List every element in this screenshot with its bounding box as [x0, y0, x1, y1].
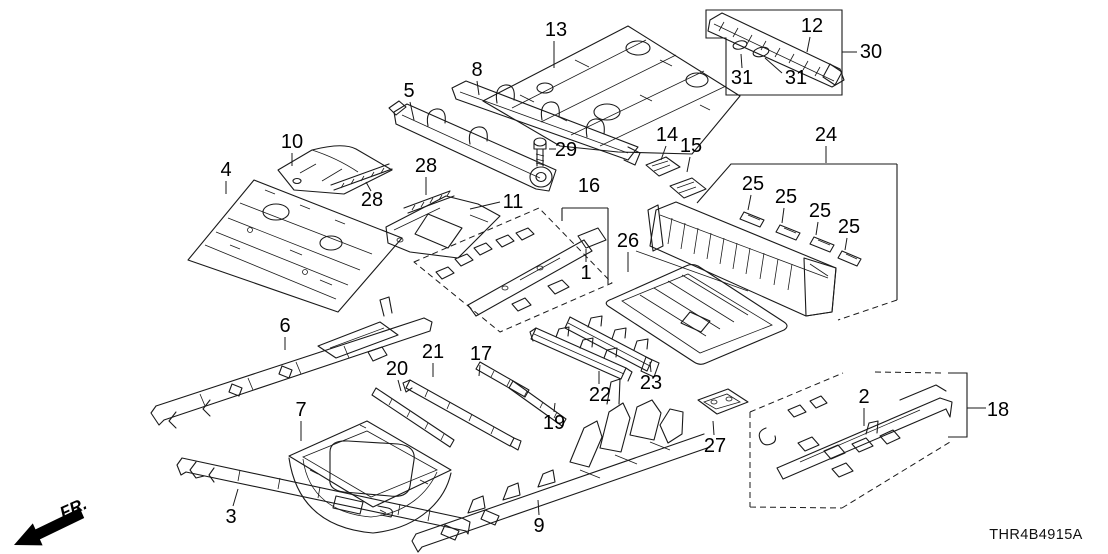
- callout-24-17[interactable]: 24: [815, 124, 837, 146]
- leader-line-25-18: [747, 194, 752, 211]
- part-3-side-sill: [176, 457, 471, 535]
- leader-line-23-30: [649, 361, 652, 373]
- group-24-bracket: [696, 163, 898, 321]
- callout-17-26[interactable]: 17: [470, 343, 492, 365]
- part-14-bracket: [645, 156, 681, 177]
- callout-1-10[interactable]: 1: [580, 262, 591, 284]
- leader-line-17-26: [478, 364, 481, 377]
- callout-2-34[interactable]: 2: [858, 386, 869, 408]
- callout-15-16[interactable]: 15: [680, 135, 702, 157]
- part-7-spare-tire-pan: [288, 420, 452, 534]
- callout-30-12[interactable]: 30: [860, 41, 882, 63]
- rear-bulkhead-panel: [647, 201, 837, 317]
- leader-line-12-11: [806, 36, 811, 53]
- part-4-floor-panel: [187, 179, 403, 313]
- leader-line-27-33: [712, 420, 715, 436]
- callout-3-31[interactable]: 3: [225, 506, 236, 528]
- part-28-strip-a: [330, 163, 393, 191]
- leader-line-19-28: [553, 402, 556, 413]
- callout-31-13[interactable]: 31: [731, 67, 753, 89]
- callout-14-15[interactable]: 14: [656, 124, 678, 146]
- group-18-boundary: [749, 371, 986, 509]
- part-13-rear-floor-panel: [482, 25, 741, 155]
- part-11-floor-panel: [385, 195, 501, 259]
- part-20-crossmember: [371, 387, 455, 448]
- callout-10-3[interactable]: 10: [281, 131, 303, 153]
- callout-25-20[interactable]: 25: [809, 200, 831, 222]
- leader-line-15-16: [686, 156, 691, 173]
- callout-21-25[interactable]: 21: [422, 341, 444, 363]
- part-29-bolt: [533, 137, 547, 167]
- leader-line-8-1: [476, 80, 480, 96]
- part-17-crossmember: [475, 361, 530, 398]
- part-2-rear-frame-rail: [758, 384, 953, 480]
- part-15-bracket: [669, 177, 707, 199]
- leader-line-5-2: [409, 101, 415, 121]
- part-28-strip-b: [403, 190, 455, 214]
- leader-line-28-6: [365, 181, 372, 192]
- part-25-clips: [739, 211, 862, 267]
- callout-31-14[interactable]: 31: [785, 67, 807, 89]
- callout-23-30[interactable]: 23: [640, 372, 662, 394]
- part-21-crossmember: [402, 379, 522, 451]
- callout-8-1[interactable]: 8: [471, 59, 482, 81]
- part-6-frame-rail: [150, 296, 433, 429]
- callout-26-22[interactable]: 26: [617, 230, 639, 252]
- callout-28-5[interactable]: 28: [415, 155, 437, 177]
- leader-line-20-24: [397, 379, 402, 392]
- part-23-crossmember: [564, 315, 660, 378]
- callout-29-7[interactable]: 29: [555, 139, 577, 161]
- callout-28-6[interactable]: 28: [361, 189, 383, 211]
- callout-25-18[interactable]: 25: [742, 173, 764, 195]
- callout-6-23[interactable]: 6: [279, 315, 290, 337]
- leader-line-3-31: [232, 488, 239, 507]
- callout-12-11[interactable]: 12: [801, 15, 823, 37]
- leader-line-31-13: [740, 53, 743, 69]
- part-27-bracket: [697, 388, 749, 415]
- part-22-crossmember: [529, 326, 633, 382]
- callout-25-19[interactable]: 25: [775, 186, 797, 208]
- callout-19-28[interactable]: 19: [543, 412, 565, 434]
- callout-13-0[interactable]: 13: [545, 19, 567, 41]
- leader-line-9-32: [537, 499, 540, 516]
- group-30-bracket: [705, 9, 857, 96]
- callout-4-4[interactable]: 4: [220, 159, 231, 181]
- callout-25-21[interactable]: 25: [838, 216, 860, 238]
- callout-9-32[interactable]: 9: [533, 515, 544, 537]
- part-31-grommets: [732, 40, 770, 58]
- callout-18-35[interactable]: 18: [987, 399, 1009, 421]
- diagram-part-code: THR4B4915A: [989, 527, 1083, 543]
- part-5-crossmember: [388, 100, 557, 192]
- callout-27-33[interactable]: 27: [704, 435, 726, 457]
- callout-5-2[interactable]: 5: [403, 80, 414, 102]
- part-9-side-sill-assembly: [411, 378, 711, 553]
- leader-line-31-14: [764, 57, 783, 74]
- callout-16-9[interactable]: 16: [578, 175, 600, 197]
- callout-7-27[interactable]: 7: [295, 399, 306, 421]
- fr-label: FR.: [57, 494, 90, 522]
- leader-line-25-20: [815, 221, 819, 236]
- callout-11-8[interactable]: 11: [503, 191, 524, 213]
- callout-20-24[interactable]: 20: [386, 358, 408, 380]
- leader-line-25-19: [781, 207, 785, 224]
- pointer-line: [635, 250, 749, 292]
- callout-22-29[interactable]: 22: [589, 384, 611, 406]
- part-26-rear-floor-pan: [605, 250, 788, 365]
- part-1-frame-rail: [435, 227, 607, 317]
- leader-line-25-21: [844, 237, 848, 251]
- fr-direction-arrow: FR.: [14, 494, 90, 546]
- leader-line-14-15: [660, 145, 667, 161]
- part-12-rail: [707, 12, 845, 88]
- fr-arrow-icon: [14, 508, 85, 546]
- part-19-crossmember: [508, 380, 567, 427]
- part-8-crossmember: [451, 80, 641, 166]
- leader-line-11-8: [469, 201, 501, 210]
- part-10-bracket: [277, 145, 393, 195]
